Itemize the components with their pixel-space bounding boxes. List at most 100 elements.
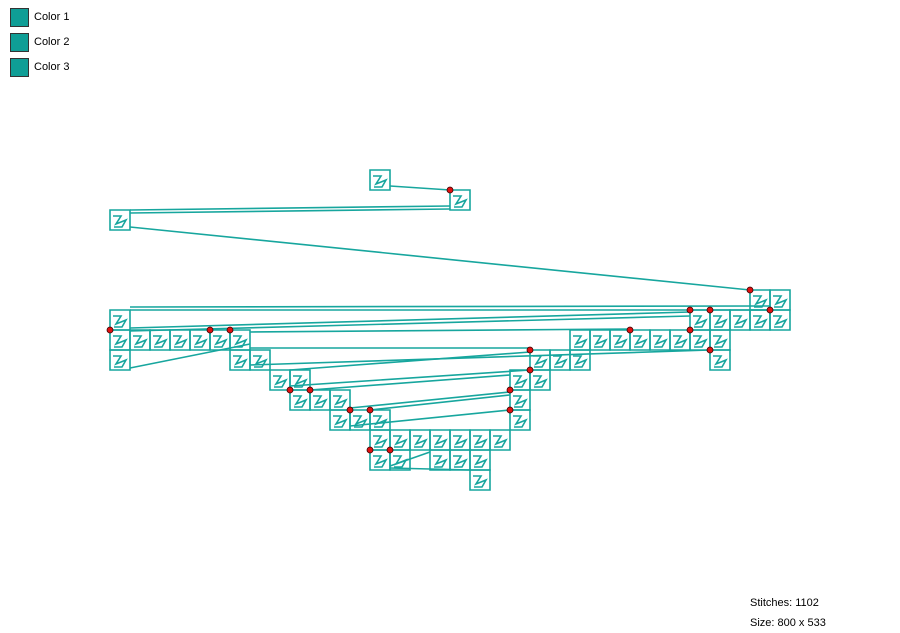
stitch-block [509, 369, 531, 391]
stitch-block [369, 169, 391, 191]
stitch-outline [349, 409, 371, 431]
stitch-outline [169, 329, 191, 351]
stitch-block [729, 309, 751, 331]
stitch-block [409, 429, 431, 451]
stitch-block [629, 329, 651, 351]
legend-item-color-1: Color 1 [10, 8, 69, 33]
stitch-block [289, 369, 311, 391]
stitch-outline [249, 349, 271, 371]
jump-stitch [129, 208, 451, 214]
stitch-block [569, 329, 591, 351]
stitch-block [509, 389, 531, 411]
color-legend: Color 1 Color 2 Color 3 [10, 8, 69, 83]
stitch-block [369, 429, 391, 451]
stitch-block [669, 329, 691, 351]
stitch-block [449, 449, 471, 471]
stitch-block [289, 389, 311, 411]
stitch-outline [289, 389, 311, 411]
stitch-block [689, 309, 711, 331]
stitch-outline [449, 429, 471, 451]
jump-stitch [349, 391, 511, 409]
jump-stitch [389, 467, 471, 471]
stitch-outline [529, 369, 551, 391]
stitch-block [709, 309, 731, 331]
jump-stitch [309, 374, 511, 391]
stitch-outline [369, 169, 391, 191]
jump-stitch [369, 394, 511, 411]
stitch-path-layer [109, 169, 791, 491]
color-change-marker [366, 406, 374, 414]
color-change-marker [686, 306, 694, 314]
stitch-block [249, 349, 271, 371]
stitch-block [109, 349, 131, 371]
stitch-block [689, 329, 711, 351]
color-change-marker [526, 346, 534, 354]
color-change-marker [506, 406, 514, 414]
stitch-outline [709, 329, 731, 351]
stitch-outline [289, 369, 311, 391]
legend-label: Color 2 [34, 36, 70, 48]
color-change-marker [746, 286, 754, 294]
jump-stitch [129, 315, 691, 332]
stitch-outline [409, 429, 431, 451]
stitch-outline [769, 309, 791, 331]
stitch-block [129, 329, 151, 351]
legend-item-color-3: Color 3 [10, 58, 69, 83]
stitch-outline [469, 429, 491, 451]
stitch-outline [449, 449, 471, 471]
stitch-outline [589, 329, 611, 351]
stitch-outline [729, 309, 751, 331]
stitch-block [569, 349, 591, 371]
stitch-outline [689, 309, 711, 331]
stitch-outline [749, 309, 771, 331]
stitch-block [329, 389, 351, 411]
stitch-block [369, 409, 391, 431]
color-change-marker [286, 386, 294, 394]
jump-stitch [289, 351, 531, 371]
stitch-outline [429, 429, 451, 451]
stitch-outline [269, 369, 291, 391]
stitch-block [589, 329, 611, 351]
stitch-block [269, 369, 291, 391]
color-change-marker [346, 406, 354, 414]
stitch-block [109, 209, 131, 231]
stitch-block [149, 329, 171, 351]
stitch-outline [109, 349, 131, 371]
jump-stitch [129, 311, 691, 329]
stitch-outline [109, 309, 131, 331]
color-change-marker [626, 326, 634, 334]
stitch-outline [369, 409, 391, 431]
color-change-marker [446, 186, 454, 194]
stitch-block [109, 309, 131, 331]
stitch-block [709, 349, 731, 371]
jump-stitch [349, 409, 511, 427]
jump-stitch [389, 185, 451, 191]
stitch-block [169, 329, 191, 351]
stitch-block [229, 349, 251, 371]
color-change-marker [686, 326, 694, 334]
stitch-outline [469, 449, 491, 471]
stitch-outline [389, 429, 411, 451]
stitch-block [529, 369, 551, 391]
stitch-block [189, 329, 211, 351]
stitch-outline [189, 329, 211, 351]
stitch-outline [449, 189, 471, 211]
stitch-outline [749, 289, 771, 311]
stitch-outline [629, 329, 651, 351]
jump-stitch [129, 343, 251, 369]
jump-stitch [289, 369, 531, 387]
stitch-outline [709, 349, 731, 371]
stitch-block [649, 329, 671, 351]
jump-stitch [249, 349, 711, 366]
color-change-marker [106, 326, 114, 334]
color-swatch [10, 8, 29, 27]
stitch-outline [329, 409, 351, 431]
color-change-marker-layer [106, 186, 774, 454]
stitch-outline [429, 449, 451, 471]
color-change-marker [506, 386, 514, 394]
color-change-marker [226, 326, 234, 334]
stitch-outline [549, 349, 571, 371]
stitch-outline [109, 209, 131, 231]
stitch-block [389, 429, 411, 451]
stitch-block [329, 409, 351, 431]
